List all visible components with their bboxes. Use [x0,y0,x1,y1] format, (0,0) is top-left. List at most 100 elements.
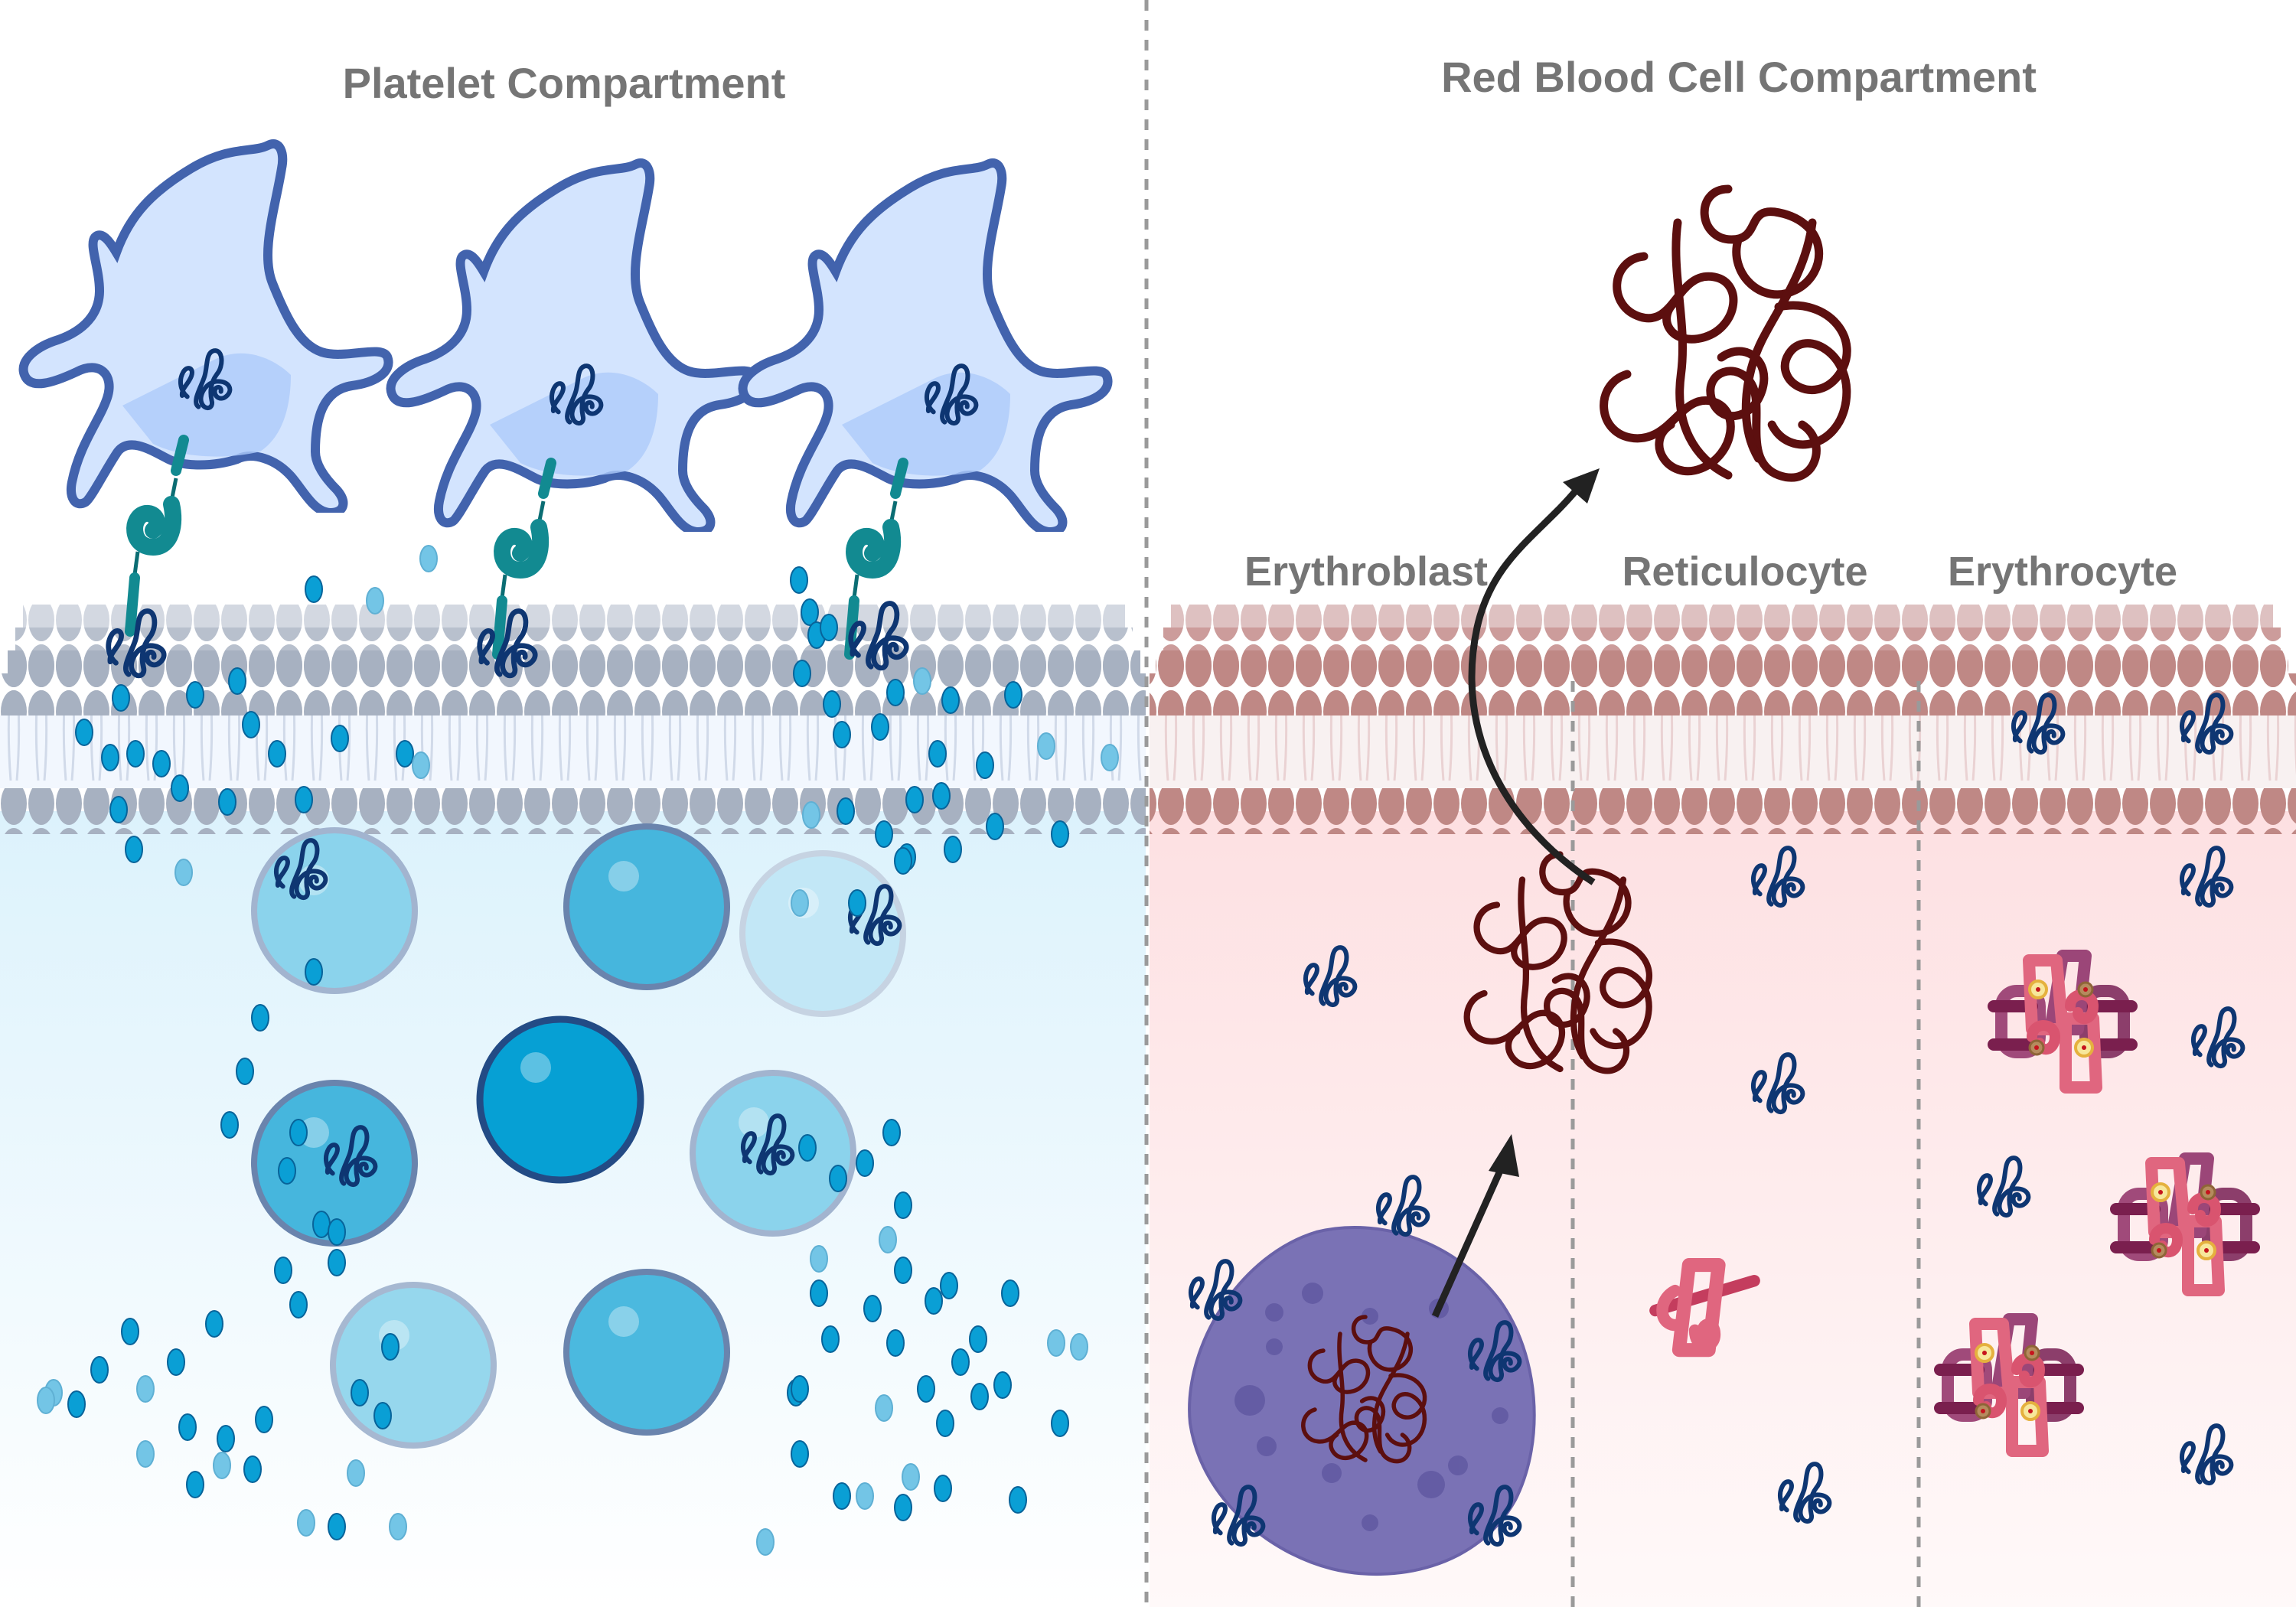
released-particle [879,1226,897,1253]
released-particle [366,587,384,614]
released-particle [1037,732,1055,760]
stage-label-erythrocyte: Erythrocyte [1948,549,2177,595]
released-particle [228,667,246,695]
released-particle [791,1375,809,1403]
released-particle [821,1325,840,1353]
released-particle [913,667,931,695]
released-particle [810,1245,828,1273]
alpha-granule-icon [563,823,730,990]
released-particle [940,1272,958,1299]
released-particle [791,889,809,917]
released-particle [171,774,189,802]
released-particle [75,719,93,746]
released-particle [1070,1333,1088,1361]
released-particle [856,1482,874,1510]
alpha-granules [251,823,906,1449]
released-particle [823,690,841,718]
released-particle [925,1287,943,1315]
released-particle [126,740,145,768]
released-particle [136,1440,155,1468]
megakaryocyte-2 [391,163,756,676]
released-particle [976,751,994,779]
released-particle [328,1249,346,1276]
released-particle [1001,1279,1019,1307]
released-particle [242,711,260,738]
released-particle [218,788,236,816]
released-particle [886,679,905,706]
released-particle [936,1410,954,1437]
released-particle [791,1440,809,1468]
released-particle [875,1394,893,1422]
released-particle [802,801,820,829]
released-particle [419,545,438,572]
released-particle [101,744,119,771]
released-particle [412,751,430,779]
released-particle [305,958,323,986]
released-particle [1051,1410,1069,1437]
released-particle [1101,744,1119,771]
released-particle [928,740,947,768]
platelet-compartment-title: Platelet Compartment [343,59,786,107]
released-particle [833,721,851,748]
red-blood-cell-compartment-panel: Red Blood Cell Compartment Erythroblast … [1150,53,2296,1607]
released-particle [801,598,819,626]
released-particle [833,1482,851,1510]
dna-tangle-icon [1604,189,1848,478]
released-particle [174,859,193,886]
released-particle [790,566,808,594]
released-particle [793,660,811,687]
released-particle [856,1149,874,1177]
arrow-icon [1431,1134,1519,1318]
released-particle [295,786,313,813]
released-particle [213,1452,231,1479]
released-particles [37,545,1119,1556]
released-particle [220,1111,239,1139]
released-particle [328,1218,346,1246]
released-particle [986,813,1004,840]
released-particle [152,750,171,777]
released-particle [109,796,128,823]
released-particle [37,1387,55,1414]
released-particle [251,1004,269,1032]
released-particle [67,1390,86,1418]
released-particle [875,820,893,848]
released-particle [125,836,143,863]
released-particle [112,684,130,712]
released-particle [297,1509,315,1537]
released-particle [756,1528,775,1556]
released-particle [1051,820,1069,848]
released-particle [894,1494,912,1521]
released-particle [863,1295,882,1322]
released-particle [829,1165,847,1192]
released-particle [902,1463,920,1491]
released-particle [871,713,889,741]
released-particle [941,686,960,714]
released-particle [882,1119,901,1146]
rbc-membrane [1150,605,2296,834]
released-particle [969,1325,987,1353]
alpha-granule-icon [251,827,418,994]
arrow-icon [1468,468,1600,885]
released-particle [820,614,838,641]
released-particle [837,797,855,825]
platelet-compartment-panel: Platelet Compartment [0,59,1146,1607]
released-particle [944,836,962,863]
stage-label-reticulocyte: Reticulocyte [1622,549,1867,595]
alpha-granule-icon [330,1282,497,1449]
released-particle [178,1413,197,1441]
released-particle [886,1329,905,1357]
rbc-compartment-title: Red Blood Cell Compartment [1441,53,2037,101]
released-particle [381,1333,400,1361]
released-particle [289,1119,308,1146]
released-particle [236,1058,254,1085]
released-particle [1004,681,1022,709]
stage-label-erythroblast: Erythroblast [1244,549,1488,595]
released-particle [305,575,323,603]
released-particle [121,1318,139,1345]
released-particle [951,1348,970,1376]
released-particle [1009,1486,1027,1514]
released-particle [347,1459,365,1487]
released-particle [894,1257,912,1284]
released-particle [905,786,924,813]
